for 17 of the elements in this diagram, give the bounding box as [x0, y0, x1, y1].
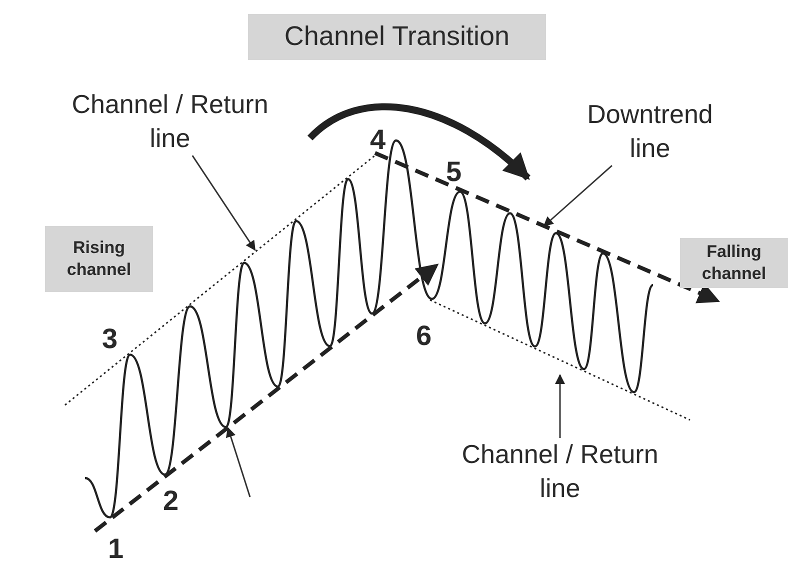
point-number: 1: [108, 535, 124, 563]
point-number: 6: [416, 322, 432, 350]
point-number: 3: [102, 325, 118, 353]
callout-text: Channel / Return line: [450, 438, 670, 506]
leader-line: [192, 155, 256, 251]
leader-line: [543, 165, 612, 227]
channel-box: Falling channel: [680, 238, 788, 288]
channel-line: [430, 299, 690, 421]
heading-box: Channel Transition: [248, 14, 546, 60]
channel-box: Rising channel: [45, 226, 153, 292]
point-number: 2: [163, 487, 179, 515]
callout-text: Downtrend line: [575, 98, 725, 166]
leader-line: [226, 427, 251, 498]
point-number: 4: [370, 126, 386, 154]
callout-text: Channel / Return line: [60, 88, 280, 156]
point-number: 5: [446, 158, 462, 186]
leader-line: [555, 374, 565, 438]
